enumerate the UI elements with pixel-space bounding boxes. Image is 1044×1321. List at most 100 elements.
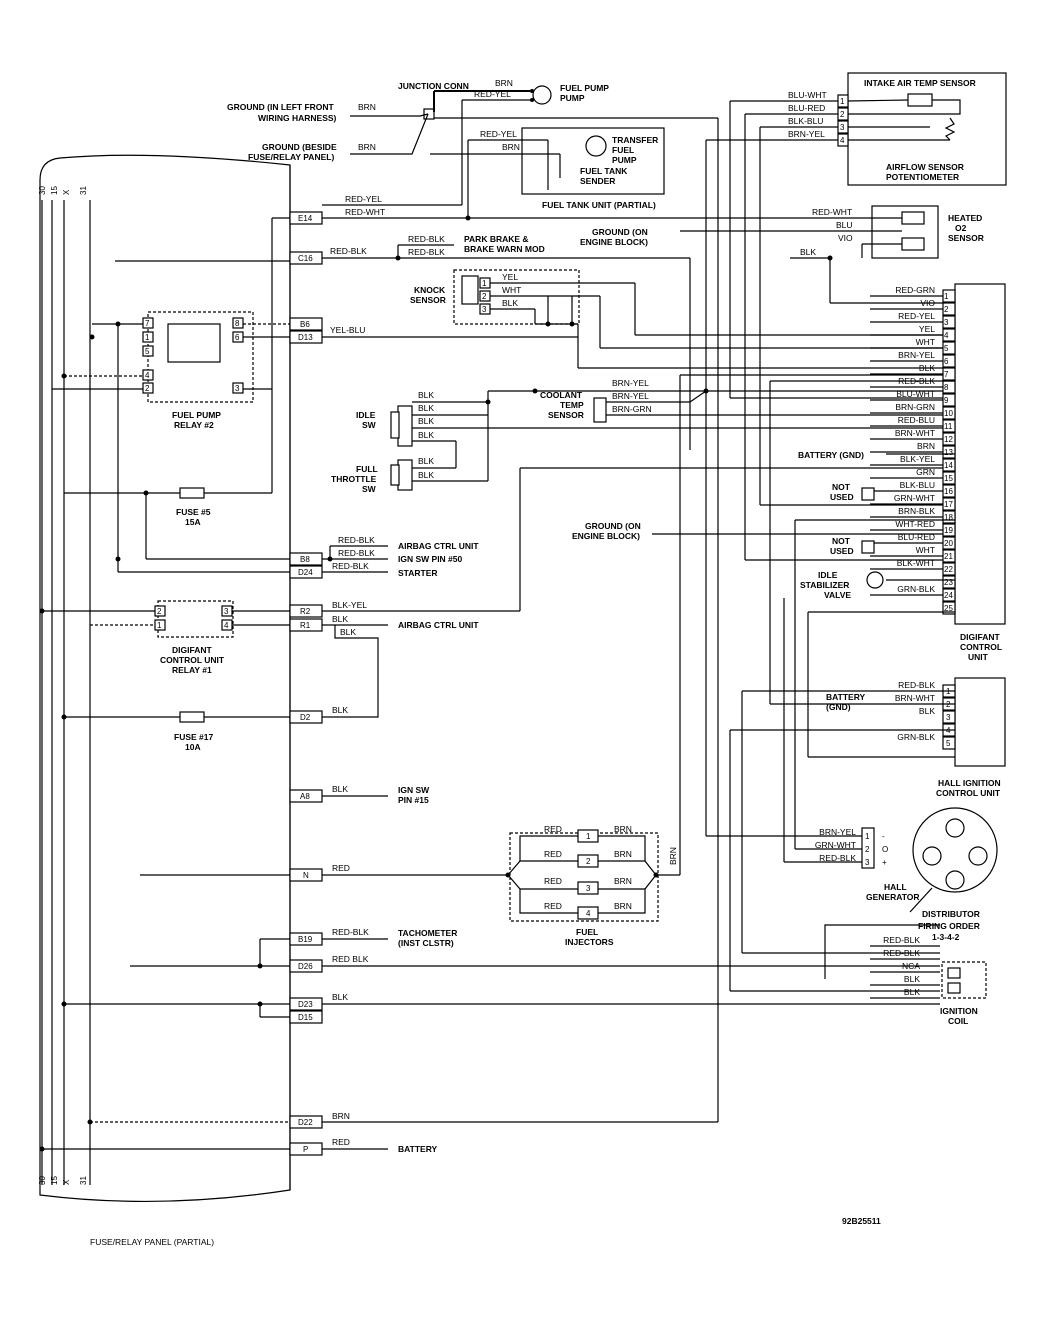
dest-ign-sw-50: IGN SW PIN #50 xyxy=(398,554,463,564)
hall-gen-pin-sign: - xyxy=(882,832,885,841)
dest-airbag-1: AIRBAG CTRL UNIT xyxy=(398,541,479,551)
dcu-pin-wire-label: BRN xyxy=(917,441,935,451)
dcu-pin-wire-label: BLK-BLU xyxy=(900,480,935,490)
svg-text:7: 7 xyxy=(145,319,150,328)
destinations-b8-d24: RED-BLK RED-BLK RED-BLK AIRBAG CTRL UNIT… xyxy=(322,535,479,578)
dcu-pin-number: 20 xyxy=(944,539,953,548)
dcu-pin-number: 2 xyxy=(944,305,949,314)
svg-text:BRN: BRN xyxy=(358,142,376,152)
dcu-pin-wire-label: BLK-WHT xyxy=(897,558,935,568)
svg-text:GROUND (ON: GROUND (ON xyxy=(592,227,648,237)
svg-text:1: 1 xyxy=(840,97,845,106)
svg-text:RED-BLK: RED-BLK xyxy=(330,246,367,256)
svg-text:PUMP: PUMP xyxy=(612,155,637,165)
svg-text:BRN-YEL: BRN-YEL xyxy=(612,378,649,388)
svg-text:2: 2 xyxy=(586,857,591,866)
svg-text:IDLE: IDLE xyxy=(818,570,838,580)
svg-text:1: 1 xyxy=(482,279,487,288)
dcu-pin-number: 13 xyxy=(944,448,953,457)
svg-text:4: 4 xyxy=(145,371,150,380)
dcu-pin-number: 16 xyxy=(944,487,953,496)
panel-title: FUSE/RELAY PANEL (PARTIAL) xyxy=(90,1237,214,1247)
bus-15-top: 15 xyxy=(50,186,59,195)
dcu-pin-wire-label: RED-GRN xyxy=(895,285,935,295)
fuse-relay-panel: 30 15 X 31 30 15 X 31 FUSE/RELAY PANEL (… xyxy=(38,154,323,1247)
term-d24: D24 xyxy=(298,568,313,577)
svg-text:RED-WHT: RED-WHT xyxy=(345,207,385,217)
term-a8: A8 xyxy=(300,792,310,801)
dcu-pin-number: 18 xyxy=(944,513,953,522)
svg-text:COIL: COIL xyxy=(948,1016,968,1026)
hcu-pin-box xyxy=(942,710,956,724)
dcu-pin-wire-label: GRN-WHT xyxy=(894,493,935,503)
dcu-pin-wire-label: BLU-WHT xyxy=(896,389,935,399)
dcu-pin-number: 3 xyxy=(944,318,949,327)
svg-text:2: 2 xyxy=(145,384,150,393)
dcu-pin-number: 22 xyxy=(944,565,953,574)
svg-text:(GND): (GND) xyxy=(826,702,851,712)
term-d2: D2 xyxy=(300,713,311,722)
coolant-temp-sensor: COOLANT TEMP SENSOR BRN-YEL BRN-YEL BRN-… xyxy=(540,378,955,423)
svg-text:BLK: BLK xyxy=(332,614,348,624)
svg-text:PUMP: PUMP xyxy=(560,93,585,103)
svg-text:SW: SW xyxy=(362,484,377,494)
dcu-pin-wire-label: BLK xyxy=(919,363,935,373)
digifant-control-unit: 1RED-GRN2VIO3RED-YEL4YEL5WHT6BRN-YEL7BLK… xyxy=(769,283,1006,863)
svg-text:GROUND (ON: GROUND (ON xyxy=(585,521,641,531)
svg-text:IGN SW: IGN SW xyxy=(398,785,430,795)
svg-text:GENERATOR: GENERATOR xyxy=(866,892,920,902)
svg-text:RED-YEL: RED-YEL xyxy=(474,89,511,99)
panel-terminals: E14 C16 B6 D13 B8 D24 R2 R1 D2 A8 N B19 … xyxy=(289,211,323,1156)
svg-text:BRN: BRN xyxy=(358,102,376,112)
svg-text:3: 3 xyxy=(224,607,229,616)
dcu-pin-wire-label: RED-BLU xyxy=(898,415,935,425)
hall-gen-wire-label: RED-BLK xyxy=(819,853,856,863)
svg-text:TRANSFER: TRANSFER xyxy=(612,135,658,145)
svg-text:BRN: BRN xyxy=(332,1111,350,1121)
hcu-pin-number: 3 xyxy=(946,713,951,722)
svg-text:SENDER: SENDER xyxy=(580,176,615,186)
term-d22: D22 xyxy=(298,1118,313,1127)
svg-text:3: 3 xyxy=(482,305,487,314)
dcu-pin-wire-label: WHT-RED xyxy=(895,519,935,529)
svg-text:SENSOR: SENSOR xyxy=(548,410,584,420)
digifant-pin-list: 1RED-GRN2VIO3RED-YEL4YEL5WHT6BRN-YEL7BLK… xyxy=(870,285,956,615)
bus-31-top: 31 xyxy=(79,186,88,195)
hcu-pin-box xyxy=(942,736,956,750)
svg-text:INTAKE AIR TEMP SENSOR: INTAKE AIR TEMP SENSOR xyxy=(864,78,976,88)
svg-text:RED BLK: RED BLK xyxy=(332,954,369,964)
hall-gen-pin-number: 2 xyxy=(865,845,870,854)
fuse5-label-1: FUSE #5 xyxy=(176,507,211,517)
svg-text:UNIT: UNIT xyxy=(968,652,989,662)
term-r2: R2 xyxy=(300,607,311,616)
hcu-pin-wire-label: GRN-BLK xyxy=(897,732,935,742)
svg-text:FUEL TANK: FUEL TANK xyxy=(580,166,628,176)
hall-gen-pin-sign: O xyxy=(882,845,888,854)
svg-text:BLK: BLK xyxy=(340,627,356,637)
dcu-pin-number: 9 xyxy=(944,396,949,405)
dcu-pin-number: 11 xyxy=(944,422,953,431)
term-e14: E14 xyxy=(298,214,313,223)
dcu-pin-number: 19 xyxy=(944,526,953,535)
svg-text:VIO: VIO xyxy=(838,233,853,243)
dcu-pin-number: 6 xyxy=(944,357,949,366)
hall-gen-pin-number: 1 xyxy=(865,832,870,841)
fuel-tank-unit-label: FUEL TANK UNIT (PARTIAL) xyxy=(542,200,656,210)
term-c16: C16 xyxy=(298,254,313,263)
fuse17-label-1: FUSE #17 xyxy=(174,732,213,742)
svg-text:BLK: BLK xyxy=(332,784,348,794)
term-d15: D15 xyxy=(298,1013,313,1022)
term-r1: R1 xyxy=(300,621,311,630)
fuse5-label-2: 15A xyxy=(185,517,201,527)
ground-left-front-2: WIRING HARNESS) xyxy=(258,113,337,123)
relay1-label-3: RELAY #1 xyxy=(172,665,212,675)
knock-sensor: 1 2 3 KNOCK SENSOR YEL WHT BLK xyxy=(410,269,955,369)
svg-text:RED-YEL: RED-YEL xyxy=(480,129,517,139)
hcu-pin-wire-label: BRN-WHT xyxy=(895,693,935,703)
svg-text:RED: RED xyxy=(332,1137,350,1147)
svg-text:SW: SW xyxy=(362,420,377,430)
svg-text:BRN-YEL: BRN-YEL xyxy=(788,129,825,139)
svg-text:BRN: BRN xyxy=(614,849,632,859)
svg-text:BLK: BLK xyxy=(502,298,518,308)
